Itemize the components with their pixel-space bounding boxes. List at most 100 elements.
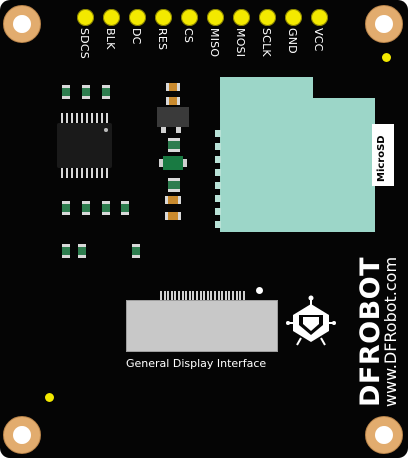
sd-contact [215, 169, 221, 176]
transistor [157, 107, 189, 127]
ic-pin [86, 113, 88, 123]
pin-mosi[interactable] [233, 9, 250, 26]
brand-area: DFROBOT www.DFRobot.com [351, 232, 401, 410]
brand-url: www.DFRobot.com [381, 256, 400, 407]
pin1-marker [256, 287, 263, 294]
pin-cs[interactable] [181, 9, 198, 26]
connector-pin [188, 291, 191, 300]
capacitor [102, 85, 110, 99]
connector-pin [232, 291, 234, 300]
ic-pin [91, 168, 93, 178]
ic-pin [101, 113, 103, 123]
transistor-pin [176, 127, 181, 133]
resistor [166, 97, 180, 105]
resistor [166, 83, 180, 91]
ic-pin [106, 168, 108, 178]
ic-pin [66, 113, 68, 123]
pin-miso[interactable] [207, 9, 224, 26]
pin-label-miso: MISO [208, 28, 221, 58]
capacitor [168, 138, 180, 152]
connector-pin [192, 291, 195, 300]
connector-pin [228, 291, 231, 300]
pin-label-res: RES [156, 28, 169, 51]
ic-chip [57, 123, 112, 168]
ic-pin [91, 113, 93, 123]
capacitor [102, 201, 110, 215]
pin-sclk[interactable] [259, 9, 276, 26]
connector-pin [210, 291, 213, 300]
ic-pin [86, 168, 88, 178]
connector-pin [224, 291, 227, 300]
ic-pin [61, 168, 63, 178]
pin-label-gnd: GND [286, 28, 299, 54]
resistor [165, 212, 181, 220]
pin-vcc[interactable] [311, 9, 328, 26]
connector-pin [174, 291, 177, 300]
microsd-label: MicroSD [372, 124, 394, 186]
ic-pin [81, 113, 83, 123]
pin-label-blk: BLK [104, 28, 117, 50]
indicator-dot-top [382, 53, 391, 62]
ic-pin [96, 168, 98, 178]
capacitor [62, 201, 70, 215]
pin-label-dc: DC [130, 28, 143, 45]
pin-label-sdcs: SDCS [78, 28, 91, 59]
capacitor [62, 85, 70, 99]
connector-pin [167, 291, 170, 300]
mounting-hole-bottom-right [365, 416, 403, 454]
pin-label-cs: CS [182, 28, 195, 44]
robot-logo-icon [286, 295, 336, 346]
ic-pin [106, 113, 108, 123]
connector-pin [163, 291, 166, 300]
capacitor [82, 85, 90, 99]
capacitor [121, 201, 129, 215]
transistor-pin [161, 127, 166, 133]
microsd-slot[interactable] [220, 76, 381, 232]
pin-sdcs[interactable] [77, 9, 94, 26]
connector-pin [235, 291, 238, 300]
connector-pin [239, 291, 242, 300]
sd-contact [215, 208, 221, 215]
sd-contact [215, 195, 221, 202]
capacitor [62, 244, 70, 258]
resistor [165, 196, 181, 204]
connector-pin [196, 291, 198, 300]
pin-gnd[interactable] [285, 9, 302, 26]
sd-contact [215, 182, 221, 189]
connector-pin [170, 291, 173, 300]
pin-label-vcc: VCC [312, 28, 325, 52]
sd-contact [215, 130, 221, 137]
capacitor [78, 244, 86, 258]
pin-label-mosi: MOSI [234, 28, 247, 58]
connector-pin [217, 291, 220, 300]
mounting-hole-top-left [3, 5, 41, 43]
mounting-hole-bottom-left [3, 416, 41, 454]
display-connector[interactable] [126, 300, 278, 352]
connector-pin [206, 291, 209, 300]
connector-pin [199, 291, 202, 300]
ic-pin [76, 113, 78, 123]
pin-res[interactable] [155, 9, 172, 26]
pin1-marker [104, 128, 108, 132]
pin-blk[interactable] [103, 9, 120, 26]
connector-pin [178, 291, 180, 300]
connector-pin [160, 291, 162, 300]
connector-pin [214, 291, 216, 300]
ic-pin [81, 168, 83, 178]
ic-pin [66, 168, 68, 178]
connector-pin [242, 291, 245, 300]
ic-pin [76, 168, 78, 178]
connector-pin [181, 291, 184, 300]
connector-pin [203, 291, 206, 300]
ic-pin [71, 168, 73, 178]
diode [159, 156, 187, 170]
capacitor [82, 201, 90, 215]
capacitor [132, 244, 140, 258]
ic-pin [101, 168, 103, 178]
capacitor [168, 178, 180, 192]
ic-pin [96, 113, 98, 123]
mounting-hole-top-right [365, 5, 403, 43]
pin-dc[interactable] [129, 9, 146, 26]
connector-pin [221, 291, 224, 300]
